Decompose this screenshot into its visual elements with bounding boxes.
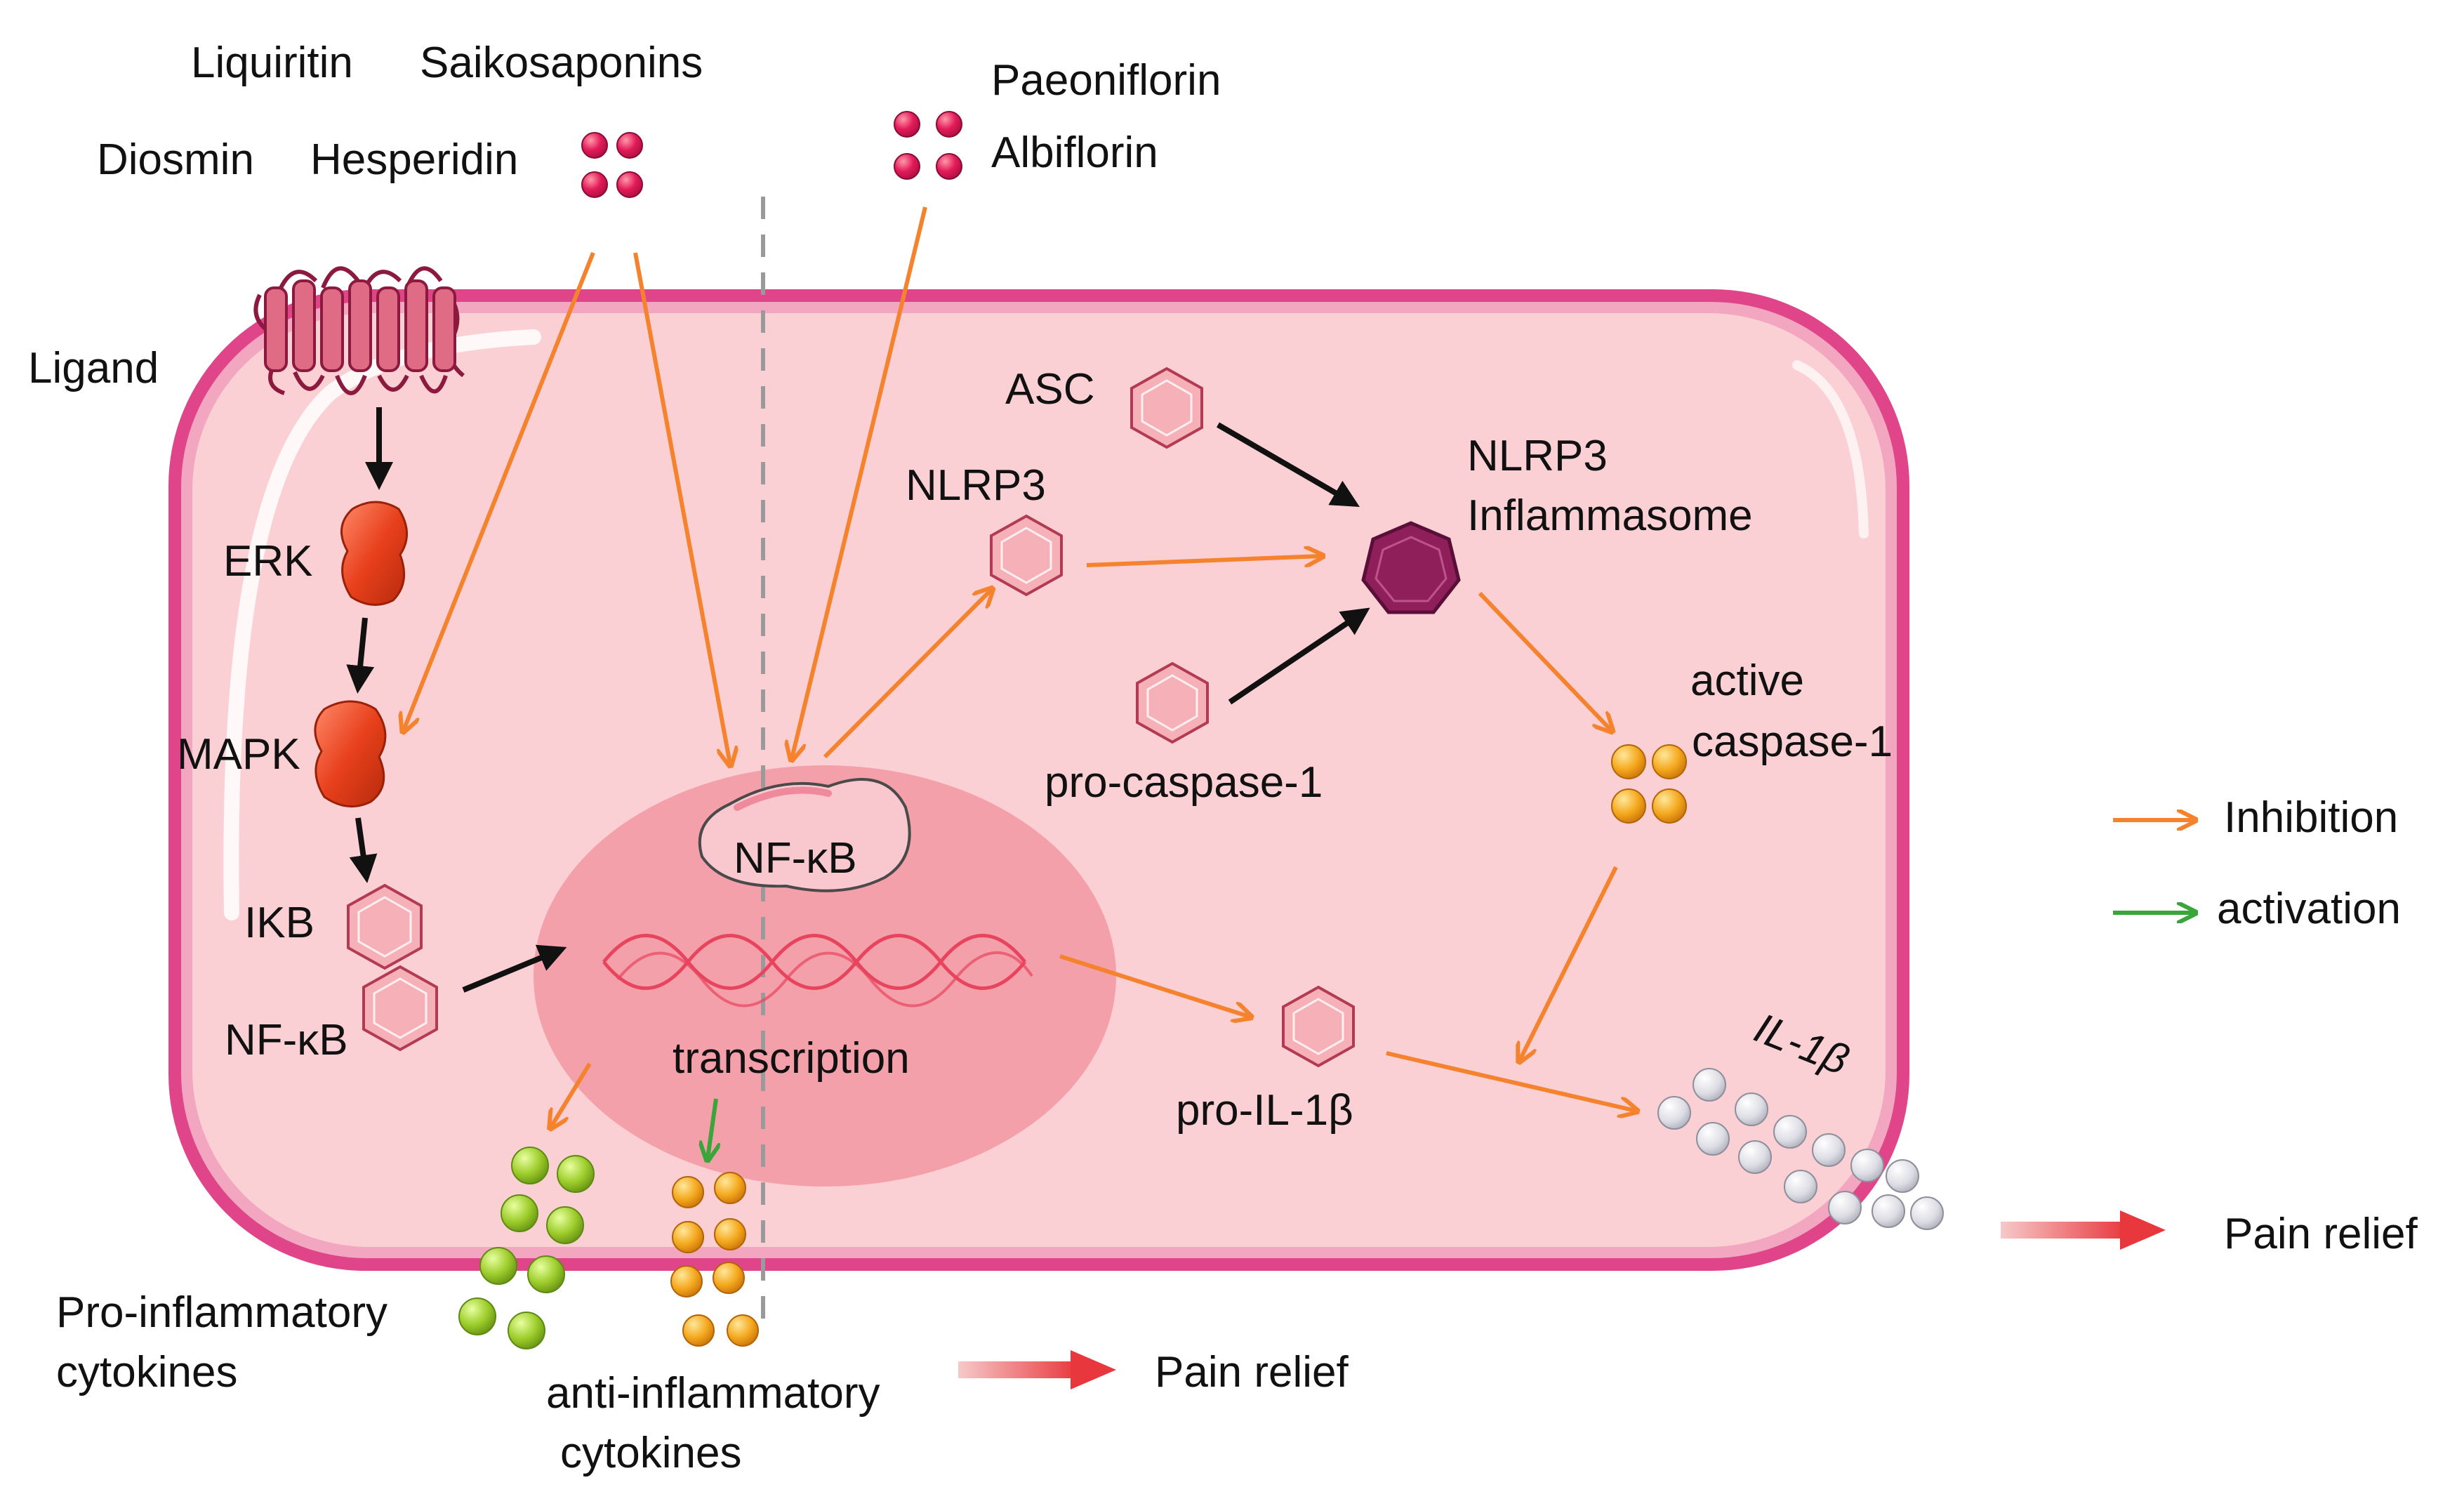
pro-il1b-hexagon <box>1282 985 1355 1068</box>
inhibit-to-nfkb-b <box>792 206 927 758</box>
label-pro-cytokines-line1: Pro-inflammatory <box>56 1288 388 1337</box>
label-pain-relief-bottom: Pain relief <box>1155 1348 1349 1396</box>
label-liquiritin: Liquiritin <box>191 39 353 87</box>
erk-protein <box>340 501 408 606</box>
pro-inflammatory-cytokine-dots <box>458 1147 595 1349</box>
inhibit-to-pro-cytokines <box>551 1062 592 1127</box>
il1b-dots <box>1657 1068 1944 1230</box>
nucleus <box>534 765 1116 1187</box>
label-transcription: transcription <box>673 1034 910 1083</box>
arrow-nfkb-to-nucleus <box>462 944 567 993</box>
arrow-mapk-to-ikb <box>349 817 378 883</box>
label-nfkb-cytoplasm: NF-κB <box>225 1016 348 1064</box>
label-pro-cytokines-line2: cytokines <box>56 1348 237 1396</box>
label-anti-cytokines-line2: cytokines <box>560 1429 741 1477</box>
label-pro-caspase: pro-caspase-1 <box>1045 758 1323 807</box>
legend-activation-label: activation <box>2217 885 2401 933</box>
signaling-arrows <box>346 407 1370 993</box>
inhibit-caspase-to-il1b <box>1520 866 1618 1060</box>
compound-dots-right <box>894 111 962 180</box>
label-hesperidin: Hesperidin <box>310 136 518 184</box>
membrane-highlight-right <box>1792 360 1869 539</box>
pain-relief-arrow-bottom <box>958 1350 1116 1389</box>
inhibition-arrows <box>404 206 2194 1127</box>
compound-dots-left <box>581 132 643 198</box>
asc-hexagon <box>1130 367 1203 449</box>
label-albiflorin: Albiflorin <box>991 128 1158 177</box>
label-asc: ASC <box>1005 365 1094 414</box>
inhibit-to-mapk <box>404 251 595 730</box>
arrow-erk-to-mapk <box>346 617 375 694</box>
nlrp3-hexagon <box>990 514 1063 597</box>
inhibit-nlrp3-to-inflammasome <box>1086 556 1321 567</box>
nfkb-nucleus-blob-shine <box>734 786 832 811</box>
pro-caspase-hexagon <box>1136 661 1209 744</box>
nlrp3-inflammasome-heptagon <box>1361 521 1461 614</box>
label-nfkb-nucleus: NF-κB <box>734 834 857 883</box>
activate-anti-cytokines <box>708 1098 716 1158</box>
legend-inhibition-label: Inhibition <box>2224 793 2398 842</box>
anti-inflammatory-cytokine-dots <box>670 1172 759 1347</box>
inhibit-nucleus-to-proil1b <box>1059 954 1250 1017</box>
arrow-procaspase-to-inflammasome <box>1228 607 1370 705</box>
nfkb-nucleus-blob <box>698 778 911 892</box>
label-anti-cytokines-line1: anti-inflammatory <box>546 1369 880 1418</box>
label-inflammasome-line2: Inflammasome <box>1467 491 1753 540</box>
label-pro-il1b: pro-IL-1β <box>1176 1086 1353 1135</box>
label-active-caspase-line2: caspase-1 <box>1692 718 1893 766</box>
membrane-highlight <box>223 329 541 920</box>
cell <box>168 289 1909 1271</box>
label-ikb: IKB <box>244 899 314 947</box>
inhibit-to-nfkb-a <box>633 252 730 764</box>
inhibit-to-nlrp3 <box>823 590 991 759</box>
labels: Liquiritin Saikosaponins Diosmin Hesperi… <box>28 39 2418 1477</box>
label-saikosaponins: Saikosaponins <box>420 39 703 87</box>
label-diosmin: Diosmin <box>97 136 254 184</box>
label-inflammasome-line1: NLRP3 <box>1467 432 1608 480</box>
receptor <box>253 266 465 395</box>
inhibit-proil1b-to-il1b <box>1386 1051 1636 1111</box>
label-paeoniflorin: Paeoniflorin <box>991 56 1221 105</box>
activation-arrows <box>708 913 2194 1158</box>
label-active-caspase-line1: active <box>1690 656 1804 705</box>
mapk-protein <box>314 700 387 808</box>
label-pain-relief-right: Pain relief <box>2224 1210 2418 1258</box>
label-nlrp3: NLRP3 <box>906 461 1046 510</box>
arrow-asc-to-inflammasome <box>1216 422 1360 508</box>
label-erk: ERK <box>223 537 312 586</box>
inhibit-inflammasome-to-caspase <box>1478 591 1611 730</box>
pain-relief-arrow-right <box>2001 1210 2166 1250</box>
label-ligand: Ligand <box>28 344 159 392</box>
label-mapk: MAPK <box>177 730 300 779</box>
active-caspase-dots <box>1611 744 1687 824</box>
ikb-hexagon <box>347 883 423 970</box>
dna-helix <box>602 934 1033 1008</box>
nfkb-cytoplasm-hexagon <box>362 965 438 1052</box>
